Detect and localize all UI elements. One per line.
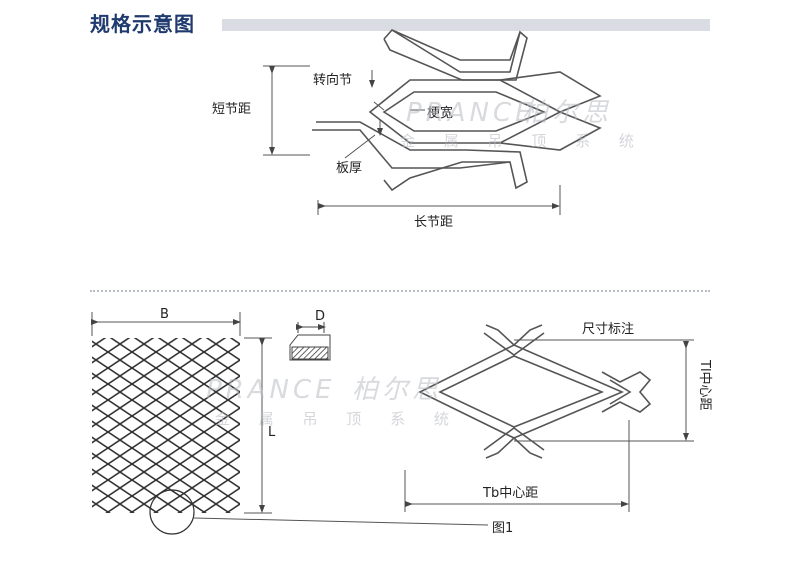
label-short-pitch: 短节距 (212, 102, 251, 117)
label-turn-node: 转向节 (313, 72, 352, 88)
label-tb-center: Tb中心距 (482, 486, 538, 501)
section-divider (90, 290, 710, 292)
bottom-left-dimensions (91, 312, 489, 535)
svg-text:金 属 吊 顶 系 统: 金 属 吊 顶 系 统 (400, 132, 646, 150)
label-tl-center: Tl中心距 (697, 359, 712, 411)
watermark-bottom: PRANCE 柏尔思 金 属 吊 顶 系 统 (206, 375, 461, 428)
label-long-pitch: 长节距 (414, 215, 453, 230)
page-title: 规格示意图 (90, 12, 195, 36)
mesh-sheet (92, 338, 240, 513)
svg-text:金 属 吊 顶 系 统: 金 属 吊 顶 系 统 (215, 410, 461, 428)
title-underline-bar (222, 19, 710, 31)
svg-text:柏尔思: 柏尔思 (522, 98, 612, 128)
label-b: B (160, 307, 169, 322)
svg-text:PRANCE: PRANCE (406, 98, 536, 128)
single-mesh-cell (418, 324, 652, 459)
label-size-note: 尺寸标注 (582, 322, 634, 337)
top-mesh-diagram (312, 28, 602, 192)
bottom-right-dimensions (404, 339, 694, 512)
thickness-detail (289, 322, 331, 361)
label-figure: 图1 (492, 521, 513, 536)
label-strand-width: 梗宽 (427, 105, 453, 121)
top-dimension-lines (263, 65, 561, 215)
svg-text:PRANCE: PRANCE (206, 375, 336, 405)
watermark-top: PRANCE 柏尔思 金 属 吊 顶 系 统 (400, 98, 646, 150)
label-d: D (315, 309, 325, 324)
label-plate-thickness: 板厚 (336, 161, 362, 176)
svg-text:柏尔思: 柏尔思 (352, 375, 442, 405)
label-l: L (268, 425, 276, 440)
